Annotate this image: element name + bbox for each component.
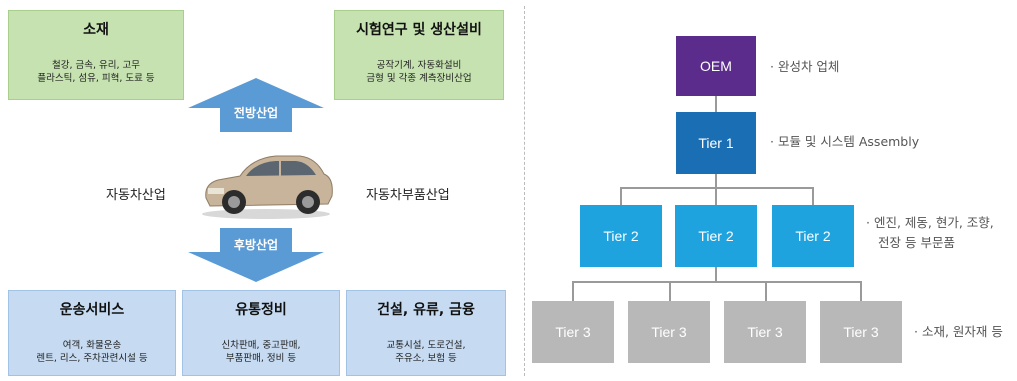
tier1-note: · 모듈 및 시스템 Assembly: [770, 134, 920, 149]
backward-industry-label: 후방산업: [233, 238, 279, 252]
tier2-note-line2: 전장 등 부문품: [878, 235, 955, 250]
tier2-box-1: Tier 2: [580, 205, 662, 267]
tier2-drop-1: [620, 187, 622, 205]
tier3-box-3: Tier 3: [724, 301, 806, 363]
construction-box: 건설, 유류, 금융 교통시설, 도로건설, 주유소, 보험 등: [346, 290, 506, 376]
tier1-box: Tier 1: [676, 112, 756, 174]
tier3-drop-4: [860, 281, 862, 301]
materials-line2: 플라스틱, 섬유, 피혁, 도료 등: [37, 73, 155, 84]
oem-tier1-connector: [715, 94, 717, 112]
oem-box: OEM: [676, 36, 756, 96]
construction-line2: 주유소, 보험 등: [395, 353, 457, 364]
tier2-note-line1: · 엔진, 제동, 현가, 조향,: [866, 215, 994, 230]
panel-divider: [524, 6, 525, 376]
construction-line1: 교통시설, 도로건설,: [386, 340, 466, 351]
distribution-box: 유통정비 신차판매, 중고판매, 부품판매, 정비 등: [182, 290, 340, 376]
tier1-down-connector: [715, 174, 717, 188]
tier2-horizontal-connector: [620, 187, 814, 189]
down-arrow-icon: [188, 228, 324, 282]
up-arrow-icon: [188, 78, 324, 132]
parts-industry-label: 자동차부품산업: [366, 188, 450, 203]
car-icon: [202, 155, 333, 219]
research-line2: 금형 및 각종 계측장비산업: [366, 73, 472, 84]
tier2-box-2: Tier 2: [675, 205, 757, 267]
distribution-title: 유통정비: [235, 302, 287, 318]
tier3-note: · 소재, 원자재 등: [914, 324, 1003, 339]
materials-line1: 철강, 금속, 유리, 고무: [51, 60, 141, 71]
distribution-line1: 신차판매, 중고판매,: [221, 340, 301, 351]
transport-box: 운송서비스 여객, 화물운송 렌트, 리스, 주차관련시설 등: [8, 290, 176, 376]
tier2-drop-3: [812, 187, 814, 205]
research-box: 시험연구 및 생산설비 공작기계, 자동화설비 금형 및 각종 계측장비산업: [334, 10, 504, 100]
research-title: 시험연구 및 생산설비: [356, 22, 482, 38]
construction-title: 건설, 유류, 금융: [377, 302, 475, 318]
auto-industry-label: 자동차산업: [106, 188, 166, 203]
research-line1: 공작기계, 자동화설비: [376, 60, 462, 71]
tier2-down-connector: [715, 266, 717, 282]
materials-box: 소재 철강, 금속, 유리, 고무 플라스틱, 섬유, 피혁, 도료 등: [8, 10, 184, 100]
oem-note: · 완성차 업체: [770, 59, 840, 74]
transport-title: 운송서비스: [59, 302, 125, 318]
tier3-drop-1: [572, 281, 574, 301]
tier2-drop-2: [715, 187, 717, 205]
forward-industry-label: 전방산업: [233, 106, 279, 120]
tier3-drop-3: [765, 281, 767, 301]
tier3-box-2: Tier 3: [628, 301, 710, 363]
tier3-box-4: Tier 3: [820, 301, 902, 363]
tier3-box-1: Tier 3: [532, 301, 614, 363]
transport-line1: 여객, 화물운송: [62, 340, 122, 351]
distribution-line2: 부품판매, 정비 등: [225, 353, 297, 364]
materials-title: 소재: [83, 22, 109, 38]
tier3-drop-2: [669, 281, 671, 301]
transport-line2: 렌트, 리스, 주차관련시설 등: [36, 353, 148, 364]
tier3-horizontal-connector: [572, 281, 862, 283]
tier2-box-3: Tier 2: [772, 205, 854, 267]
